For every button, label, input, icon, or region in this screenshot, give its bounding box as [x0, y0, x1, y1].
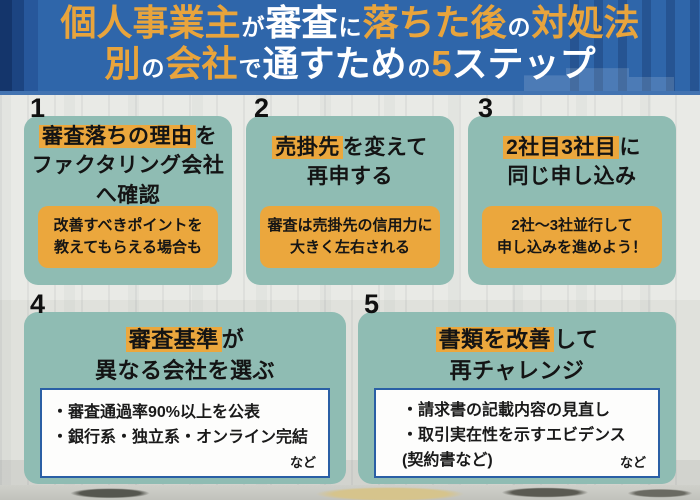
title-segment: 個人事業主	[60, 2, 241, 43]
step-card-2: 売掛先を変えて 再申する 審査は売掛先の信用力に 大きく左右される	[246, 116, 454, 285]
bullet-line: ・取引実在性を示すエビデンス	[402, 426, 626, 444]
step-4-detail-box: ・審査通過率90%以上を公表 ・銀行系・独立系・オンライン完結 など	[40, 388, 330, 478]
heading-text: を変えて	[342, 136, 428, 159]
heading-text: が	[221, 327, 245, 352]
bullet-line: (契約書など)	[402, 451, 493, 469]
heading-line: 異なる会社を選ぶ	[94, 357, 275, 383]
heading-line: 2社目3社目に	[468, 133, 676, 162]
title-segment: で	[238, 55, 262, 81]
step-1-note-box: 改善すべきポイントを 教えてもらえる場合も	[38, 206, 218, 268]
title-segment: の	[507, 14, 531, 40]
header-building-texture-right	[570, 0, 700, 91]
heading-line: 書類を改善して	[358, 325, 676, 356]
etc-label: など	[619, 454, 646, 470]
title-segment: が	[241, 14, 265, 40]
step-number-4: 4	[30, 289, 46, 319]
heading-line: へ確認	[95, 183, 161, 207]
note-line: 改善すべきポイントを	[53, 216, 203, 234]
note-line: 2社〜3社並行して	[511, 216, 633, 234]
heading-line: 審査落ちの理由を	[24, 122, 232, 151]
heading-highlight: 2社目3社目	[503, 136, 620, 159]
heading-line: 再申する	[307, 165, 393, 189]
detail-lines: ・審査通過率90%以上を公表 ・銀行系・独立系・オンライン完結	[42, 390, 328, 451]
bullet-line: ・審査通過率90%以上を公表	[52, 404, 261, 421]
heading-line: 再チャレンジ	[449, 357, 585, 383]
title-segment: 5	[431, 43, 452, 84]
step-2-note-box: 審査は売掛先の信用力に 大きく左右される	[260, 206, 440, 268]
title-segment: の	[407, 55, 431, 81]
step-3-note-box: 2社〜3社並行して 申し込みを進めよう！	[482, 206, 662, 268]
title-segment: の	[141, 55, 165, 81]
title-segment: 通すため	[262, 43, 407, 84]
note-line: 教えてもらえる場合も	[53, 239, 203, 256]
title-line-1: 個人事業主が審査に落ちた後の対処法	[0, 5, 700, 46]
note-line: 大きく左右される	[289, 239, 410, 256]
heading-line: 売掛先を変えて	[246, 133, 454, 162]
title-segment: 別	[104, 43, 141, 84]
heading-line: ファクタリング会社	[31, 154, 225, 178]
step-5-detail-box: ・請求書の記載内容の見直し ・取引実在性を示すエビデンス (契約書など) など	[374, 388, 660, 478]
heading-text: に	[619, 136, 641, 159]
heading-highlight: 書類を改善	[435, 327, 555, 352]
step-card-5: 書類を改善して 再チャレンジ ・請求書の記載内容の見直し ・取引実在性を示すエビ…	[358, 312, 676, 484]
etc-label: など	[289, 454, 316, 470]
step-card-1: 審査落ちの理由を ファクタリング会社 へ確認 改善すべきポイントを 教えてもらえ…	[24, 116, 232, 285]
heading-text: を	[195, 125, 217, 148]
step-4-heading: 審査基準が 異なる会社を選ぶ	[24, 325, 346, 387]
step-number-3: 3	[478, 93, 494, 123]
title-segment: に	[338, 14, 362, 40]
street-photo-strip	[0, 485, 700, 500]
step-3-heading: 2社目3社目に 同じ申し込み	[468, 133, 676, 192]
heading-highlight: 売掛先	[272, 136, 343, 159]
step-1-heading: 審査落ちの理由を ファクタリング会社 へ確認	[24, 122, 232, 210]
heading-highlight: 審査基準	[125, 327, 222, 352]
note-line: 申し込みを進めよう！	[496, 239, 647, 256]
header-building-texture-left	[0, 0, 72, 91]
heading-line: 同じ申し込み	[507, 165, 637, 189]
step-number-5: 5	[364, 289, 380, 319]
detail-lines: ・請求書の記載内容の見直し ・取引実在性を示すエビデンス (契約書など)	[376, 390, 658, 473]
title-segment: 審査	[265, 2, 338, 43]
title-segment: ステップ	[451, 43, 596, 84]
title-segment: 対処法	[531, 2, 640, 43]
heading-text: して	[554, 327, 599, 352]
title-segment: 落ちた後	[362, 2, 507, 43]
step-5-heading: 書類を改善して 再チャレンジ	[358, 325, 676, 387]
heading-highlight: 審査落ちの理由	[39, 125, 196, 148]
step-card-4: 審査基準が 異なる会社を選ぶ ・審査通過率90%以上を公表 ・銀行系・独立系・オ…	[24, 312, 346, 484]
step-number-2: 2	[254, 93, 270, 123]
heading-line: 審査基準が	[24, 325, 346, 356]
bullet-line: ・請求書の記載内容の見直し	[402, 402, 611, 419]
step-2-heading: 売掛先を変えて 再申する	[246, 133, 454, 192]
step-number-1: 1	[30, 93, 46, 123]
bullet-line: ・銀行系・独立系・オンライン完結	[52, 428, 309, 446]
title-segment: 会社	[165, 43, 238, 84]
note-line: 審査は売掛先の信用力に	[267, 216, 433, 234]
step-card-3: 2社目3社目に 同じ申し込み 2社〜3社並行して 申し込みを進めよう！	[468, 116, 676, 285]
